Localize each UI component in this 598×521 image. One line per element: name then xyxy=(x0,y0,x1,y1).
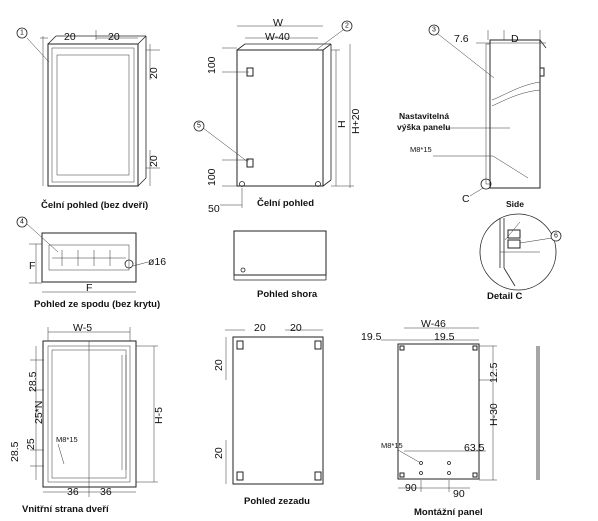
view-bottom: F F ø16 4 Pohled ze spodu (bez krytu) xyxy=(16,216,166,310)
marker-4: 4 xyxy=(16,216,28,228)
svg-text:1: 1 xyxy=(20,30,24,37)
marker-1: 1 xyxy=(16,27,28,39)
dim-v8-20-top-left: 20 xyxy=(254,322,266,334)
caption-rear-view: Pohled zezadu xyxy=(244,496,310,507)
dim-v1-right-top: 20 xyxy=(148,67,160,79)
caption-side: Side xyxy=(506,199,524,209)
caption-detail-c: Detail C xyxy=(487,291,523,302)
dim-v2-w: W xyxy=(273,17,283,29)
view-mounting-panel: W-46 19.5 19.5 12.5 H-30 63.5 M8*15 90 9… xyxy=(361,318,540,518)
dim-v9-12-5: 12.5 xyxy=(488,362,500,383)
dim-v8-20-left-bottom: 20 xyxy=(213,447,225,459)
dim-v3-7-6: 7.6 xyxy=(454,33,469,45)
dim-v2-50: 50 xyxy=(208,203,220,215)
label-adjustable: Nastavitelná xyxy=(399,111,449,121)
dim-v9-63-5: 63.5 xyxy=(464,442,485,454)
svg-text:6: 6 xyxy=(554,233,558,240)
caption-mounting-panel: Montážní panel xyxy=(414,507,483,518)
dim-v2-h: H xyxy=(336,120,348,128)
label-screw-door: M8*15 xyxy=(56,435,78,444)
dim-v7-36-left: 36 xyxy=(67,486,79,498)
caption-front-no-door: Čelní pohled (bez dveří) xyxy=(41,199,148,211)
dim-v4-phi16: ø16 xyxy=(148,256,166,268)
dim-v8-20-top-right: 20 xyxy=(290,322,302,334)
svg-text:2: 2 xyxy=(345,23,349,30)
view-side: 7.6 D 3 Nastavitelná výška panelu M8*15 … xyxy=(397,24,547,209)
view-rear: 20 20 20 20 Pohled zezadu xyxy=(213,322,324,507)
marker-6: 6 xyxy=(550,230,562,242)
caption-inner-door: Vnitřní strana dveří xyxy=(22,504,109,515)
view-top: Pohled shora xyxy=(233,230,327,300)
dim-v1-right-bottom: 20 xyxy=(148,155,160,167)
dim-v2-100-top: 100 xyxy=(206,56,218,74)
dim-v7-w5: W-5 xyxy=(73,322,92,334)
marker-5: 5 xyxy=(193,120,205,132)
svg-text:5: 5 xyxy=(197,123,201,130)
dim-v9-90-right: 90 xyxy=(453,488,465,500)
view-inner-door: W-5 H-5 28.5 25*N 28.5 25 M8*15 36 36 Vn… xyxy=(9,322,165,515)
dim-v9-19-5-right: 19.5 xyxy=(434,331,455,343)
dim-v7-25n: 25*N xyxy=(33,401,45,424)
dim-v4-f-left: F xyxy=(29,260,35,272)
dim-v7-36-right: 36 xyxy=(100,486,112,498)
svg-text:4: 4 xyxy=(20,219,24,226)
dim-v4-f-bottom: F xyxy=(86,282,92,294)
label-screw-side: M8*15 xyxy=(410,145,432,154)
dim-v9-w46: W-46 xyxy=(421,318,446,330)
marker-3: 3 xyxy=(428,24,440,36)
dim-v2-h20: H+20 xyxy=(350,108,362,134)
label-screw-panel: M8*15 xyxy=(381,441,403,450)
caption-bottom-view: Pohled ze spodu (bez krytu) xyxy=(34,299,160,310)
dim-v7-h5: H-5 xyxy=(153,407,165,424)
label-c: C xyxy=(462,193,470,205)
dim-v9-h30: H-30 xyxy=(488,403,500,426)
caption-top-view: Pohled shora xyxy=(257,289,318,300)
caption-front: Čelní pohled xyxy=(257,197,314,209)
label-panel-height: výška panelu xyxy=(397,122,450,132)
dim-v3-d: D xyxy=(511,33,519,45)
dim-v7-25: 25 xyxy=(25,438,37,450)
dim-v1-top-right: 20 xyxy=(108,31,120,43)
marker-2: 2 xyxy=(341,20,353,32)
dim-v8-20-left-top: 20 xyxy=(213,359,225,371)
view-front: W W-40 100 100 H H+20 50 2 5 Čelní pohle… xyxy=(193,17,362,215)
dim-v2-w40: W-40 xyxy=(265,31,290,43)
dim-v2-100-bottom: 100 xyxy=(206,168,218,186)
dim-v9-90-left: 90 xyxy=(405,482,417,494)
dim-v9-19-5-left: 19.5 xyxy=(361,331,382,343)
dim-v7-28-5-top: 28.5 xyxy=(27,371,39,392)
dim-v7-28-5-bottom: 28.5 xyxy=(9,441,21,462)
view-detail-c: 6 Detail C xyxy=(479,213,562,302)
svg-text:3: 3 xyxy=(432,27,436,34)
dim-v1-top-left: 20 xyxy=(64,31,76,43)
view-front-no-door: 20 20 20 20 1 Čelní pohled (bez dveří) xyxy=(16,27,160,211)
